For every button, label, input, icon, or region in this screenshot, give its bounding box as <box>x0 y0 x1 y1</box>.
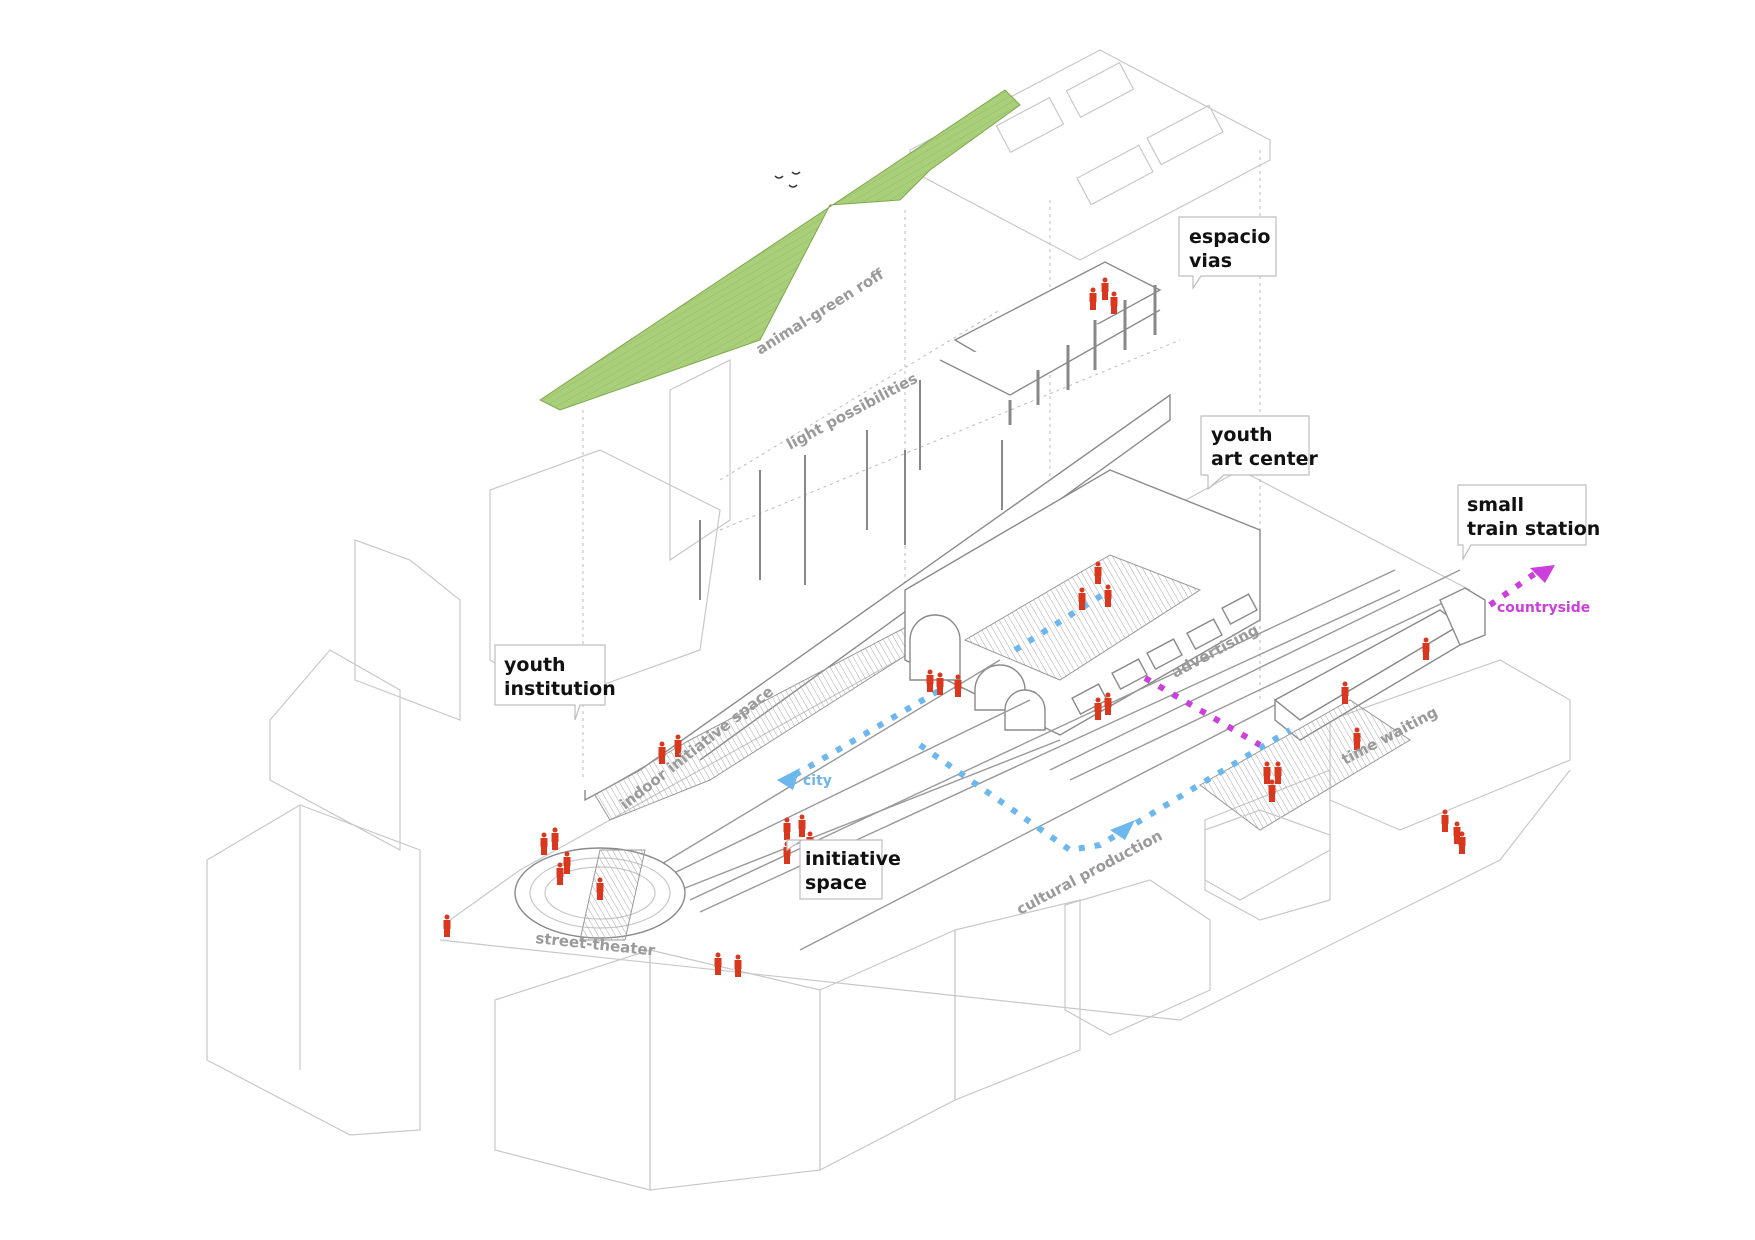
person-icon <box>596 877 604 900</box>
person-icon <box>551 827 559 850</box>
train <box>1273 587 1486 741</box>
city-arrow-icon <box>777 768 800 790</box>
person-icon <box>1094 561 1102 584</box>
projection-lines <box>582 150 1261 780</box>
person-icon <box>798 814 806 837</box>
person-icon <box>1110 291 1118 314</box>
person-icon <box>1458 831 1466 854</box>
callout-text: train station <box>1467 518 1600 540</box>
callout-espacio-vias: espacio vias <box>1178 216 1277 290</box>
label-light-possibilities: light possibilities <box>783 369 920 453</box>
callout-initiative-space: initiative space <box>786 839 901 900</box>
person-icon <box>1078 587 1086 610</box>
espacio-vias-platform <box>939 261 1162 425</box>
person-icon <box>936 672 944 695</box>
callout-text: vias <box>1189 250 1232 272</box>
person-icon <box>1274 761 1282 784</box>
person-icon <box>1104 584 1112 607</box>
person-icon <box>563 851 571 874</box>
waiting-platform <box>1199 699 1411 831</box>
person-icon <box>556 862 564 885</box>
person-icon <box>1268 779 1276 802</box>
cultural-arrow-icon <box>1110 820 1135 840</box>
flow-label-city: city <box>803 773 832 789</box>
person-icon <box>954 674 962 697</box>
person-icon <box>1089 287 1097 310</box>
person-icon <box>734 954 742 977</box>
person-icon <box>674 734 682 757</box>
callout-text: espacio <box>1189 226 1270 248</box>
station-building <box>1204 809 1331 921</box>
green-roof <box>539 89 1021 411</box>
person-icon <box>540 832 548 855</box>
person-icon <box>1441 809 1449 832</box>
label-cultural-production: cultural production <box>1013 826 1165 918</box>
callout-text: institution <box>504 678 616 700</box>
long-wall <box>584 393 1171 802</box>
context-buildings <box>206 359 1571 1191</box>
callout-youth-institution: youth institution <box>494 644 616 721</box>
person-icon <box>1422 637 1430 660</box>
person-icon <box>1353 727 1361 750</box>
birds-icon <box>774 171 801 188</box>
callout-youth-art-center: youth art center <box>1200 415 1319 491</box>
person-icon <box>926 669 934 692</box>
person-icon <box>1104 692 1112 715</box>
city-flow-path <box>777 587 1292 854</box>
callout-text: youth <box>504 654 566 676</box>
callout-text: youth <box>1211 424 1273 446</box>
person-icon <box>1094 697 1102 720</box>
person-icon <box>1453 821 1461 844</box>
callout-text: space <box>805 872 867 894</box>
person-icon <box>1341 681 1349 704</box>
light-poles <box>699 380 1003 600</box>
person-icon <box>658 741 666 764</box>
person-icon <box>1263 761 1271 784</box>
people-figures <box>443 277 1466 977</box>
person-icon <box>714 952 722 975</box>
person-icon <box>443 914 451 937</box>
person-icon <box>783 817 791 840</box>
flow-label-countryside: countryside <box>1497 600 1590 616</box>
callout-text: initiative <box>805 848 901 870</box>
countryside-flow-path <box>1143 565 1555 748</box>
callout-text: art center <box>1211 448 1319 470</box>
countryside-arrow-icon <box>1530 565 1555 583</box>
callout-text: small <box>1467 494 1524 516</box>
person-icon <box>1101 277 1109 300</box>
callout-small-train-station: small train station <box>1457 484 1600 562</box>
